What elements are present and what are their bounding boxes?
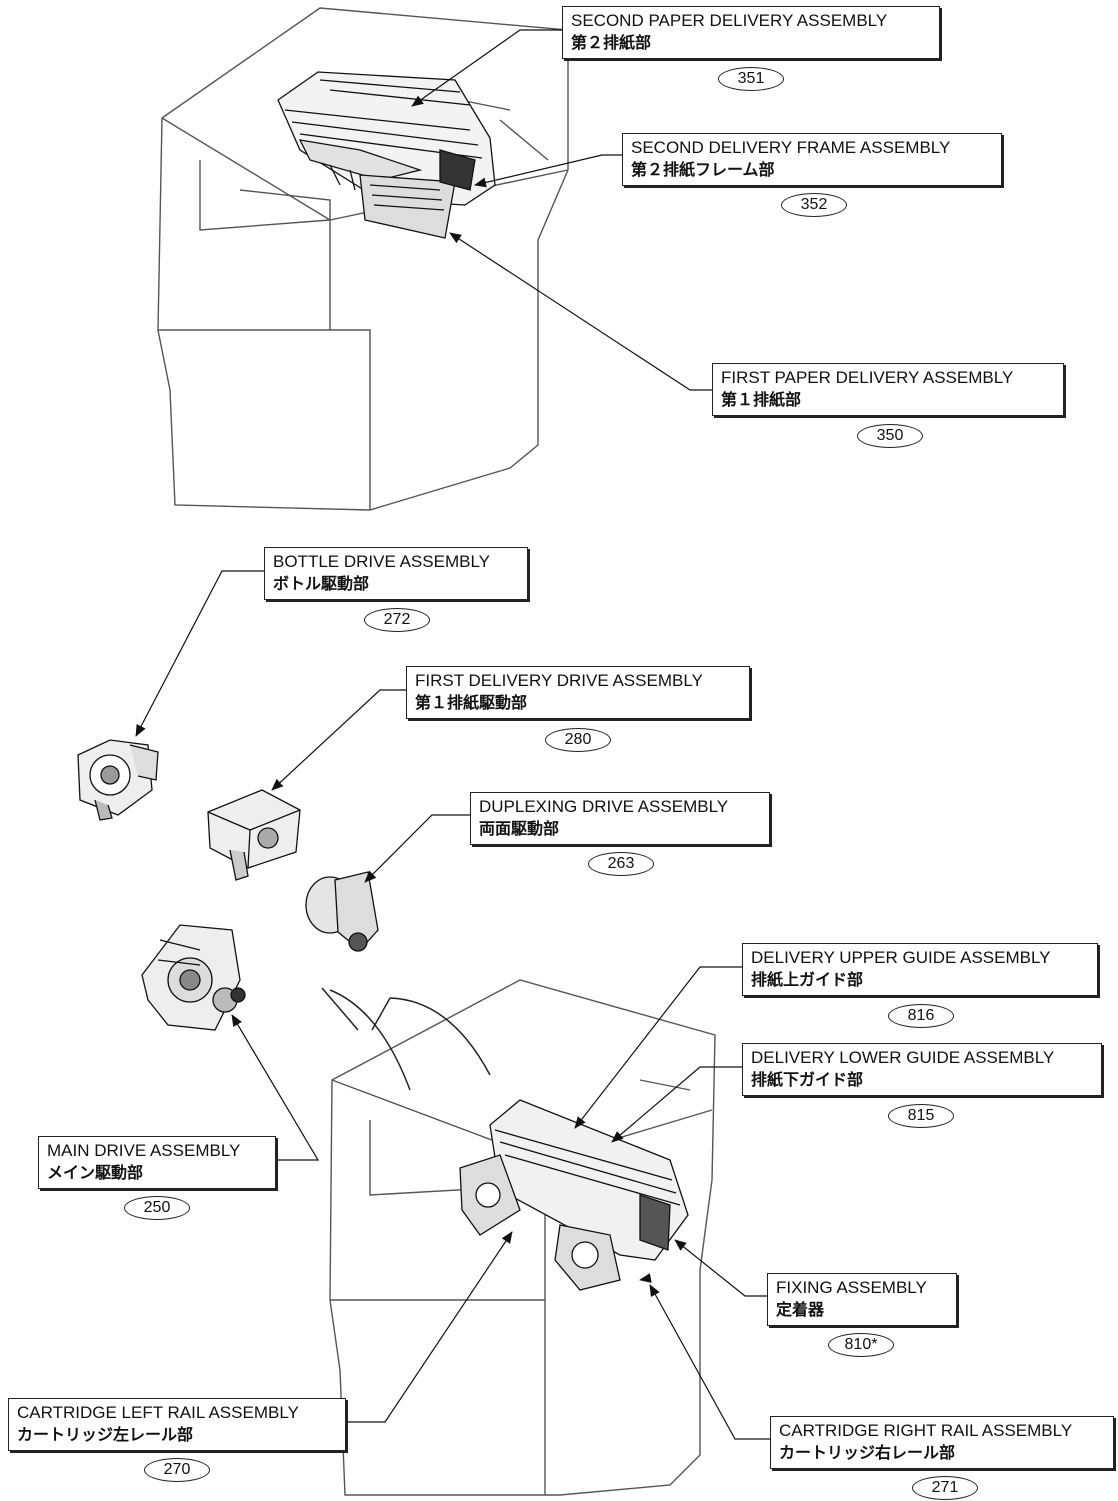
part-number-351: 351 [718, 67, 784, 91]
label-delivery-lower-guide: DELIVERY LOWER GUIDE ASSEMBLY 排紙下ガイド部 [742, 1043, 1102, 1096]
label-cartridge-left-rail: CARTRIDGE LEFT RAIL ASSEMBLY カートリッジ左レール部 [8, 1398, 346, 1451]
label-cartridge-right-rail: CARTRIDGE RIGHT RAIL ASSEMBLY カートリッジ右レール… [770, 1416, 1114, 1469]
first-paper-delivery-part [277, 71, 496, 239]
part-number-816: 816 [888, 1004, 954, 1028]
label-second-paper-delivery: SECOND PAPER DELIVERY ASSEMBLY 第２排紙部 [562, 6, 940, 59]
label-duplexing-drive: DUPLEXING DRIVE ASSEMBLY 両面駆動部 [470, 792, 770, 845]
part-number-350: 350 [857, 424, 923, 448]
part-number-815: 815 [888, 1104, 954, 1128]
part-number-352: 352 [781, 193, 847, 217]
label-bottle-drive: BOTTLE DRIVE ASSEMBLY ボトル駆動部 [264, 547, 528, 600]
label-main-drive: MAIN DRIVE ASSEMBLY メイン駆動部 [38, 1136, 276, 1189]
printer-body-lower [329, 979, 716, 1496]
part-number-263: 263 [588, 852, 654, 876]
part-number-270: 270 [144, 1458, 210, 1482]
part-number-810: 810* [828, 1333, 894, 1357]
first-delivery-drive-part [207, 789, 301, 881]
duplexing-drive-part [305, 871, 379, 952]
label-first-delivery-drive: FIRST DELIVERY DRIVE ASSEMBLY 第１排紙駆動部 [406, 666, 750, 719]
part-number-272: 272 [364, 608, 430, 632]
label-second-delivery-frame: SECOND DELIVERY FRAME ASSEMBLY 第２排紙フレーム部 [622, 133, 1002, 186]
label-first-paper-delivery: FIRST PAPER DELIVERY ASSEMBLY 第１排紙部 [712, 363, 1064, 416]
part-number-280: 280 [545, 728, 611, 752]
removal-arrow [321, 987, 491, 1091]
label-fixing: FIXING ASSEMBLY 定着器 [767, 1273, 957, 1326]
leader-lines [135, 29, 770, 1440]
fixing-part [459, 1099, 689, 1291]
bottle-drive-part [77, 739, 159, 821]
label-delivery-upper-guide: DELIVERY UPPER GUIDE ASSEMBLY 排紙上ガイド部 [742, 943, 1098, 996]
main-drive-part [141, 924, 246, 1031]
part-number-250: 250 [124, 1196, 190, 1220]
printer-body-upper [157, 7, 569, 511]
part-number-271: 271 [912, 1476, 978, 1500]
